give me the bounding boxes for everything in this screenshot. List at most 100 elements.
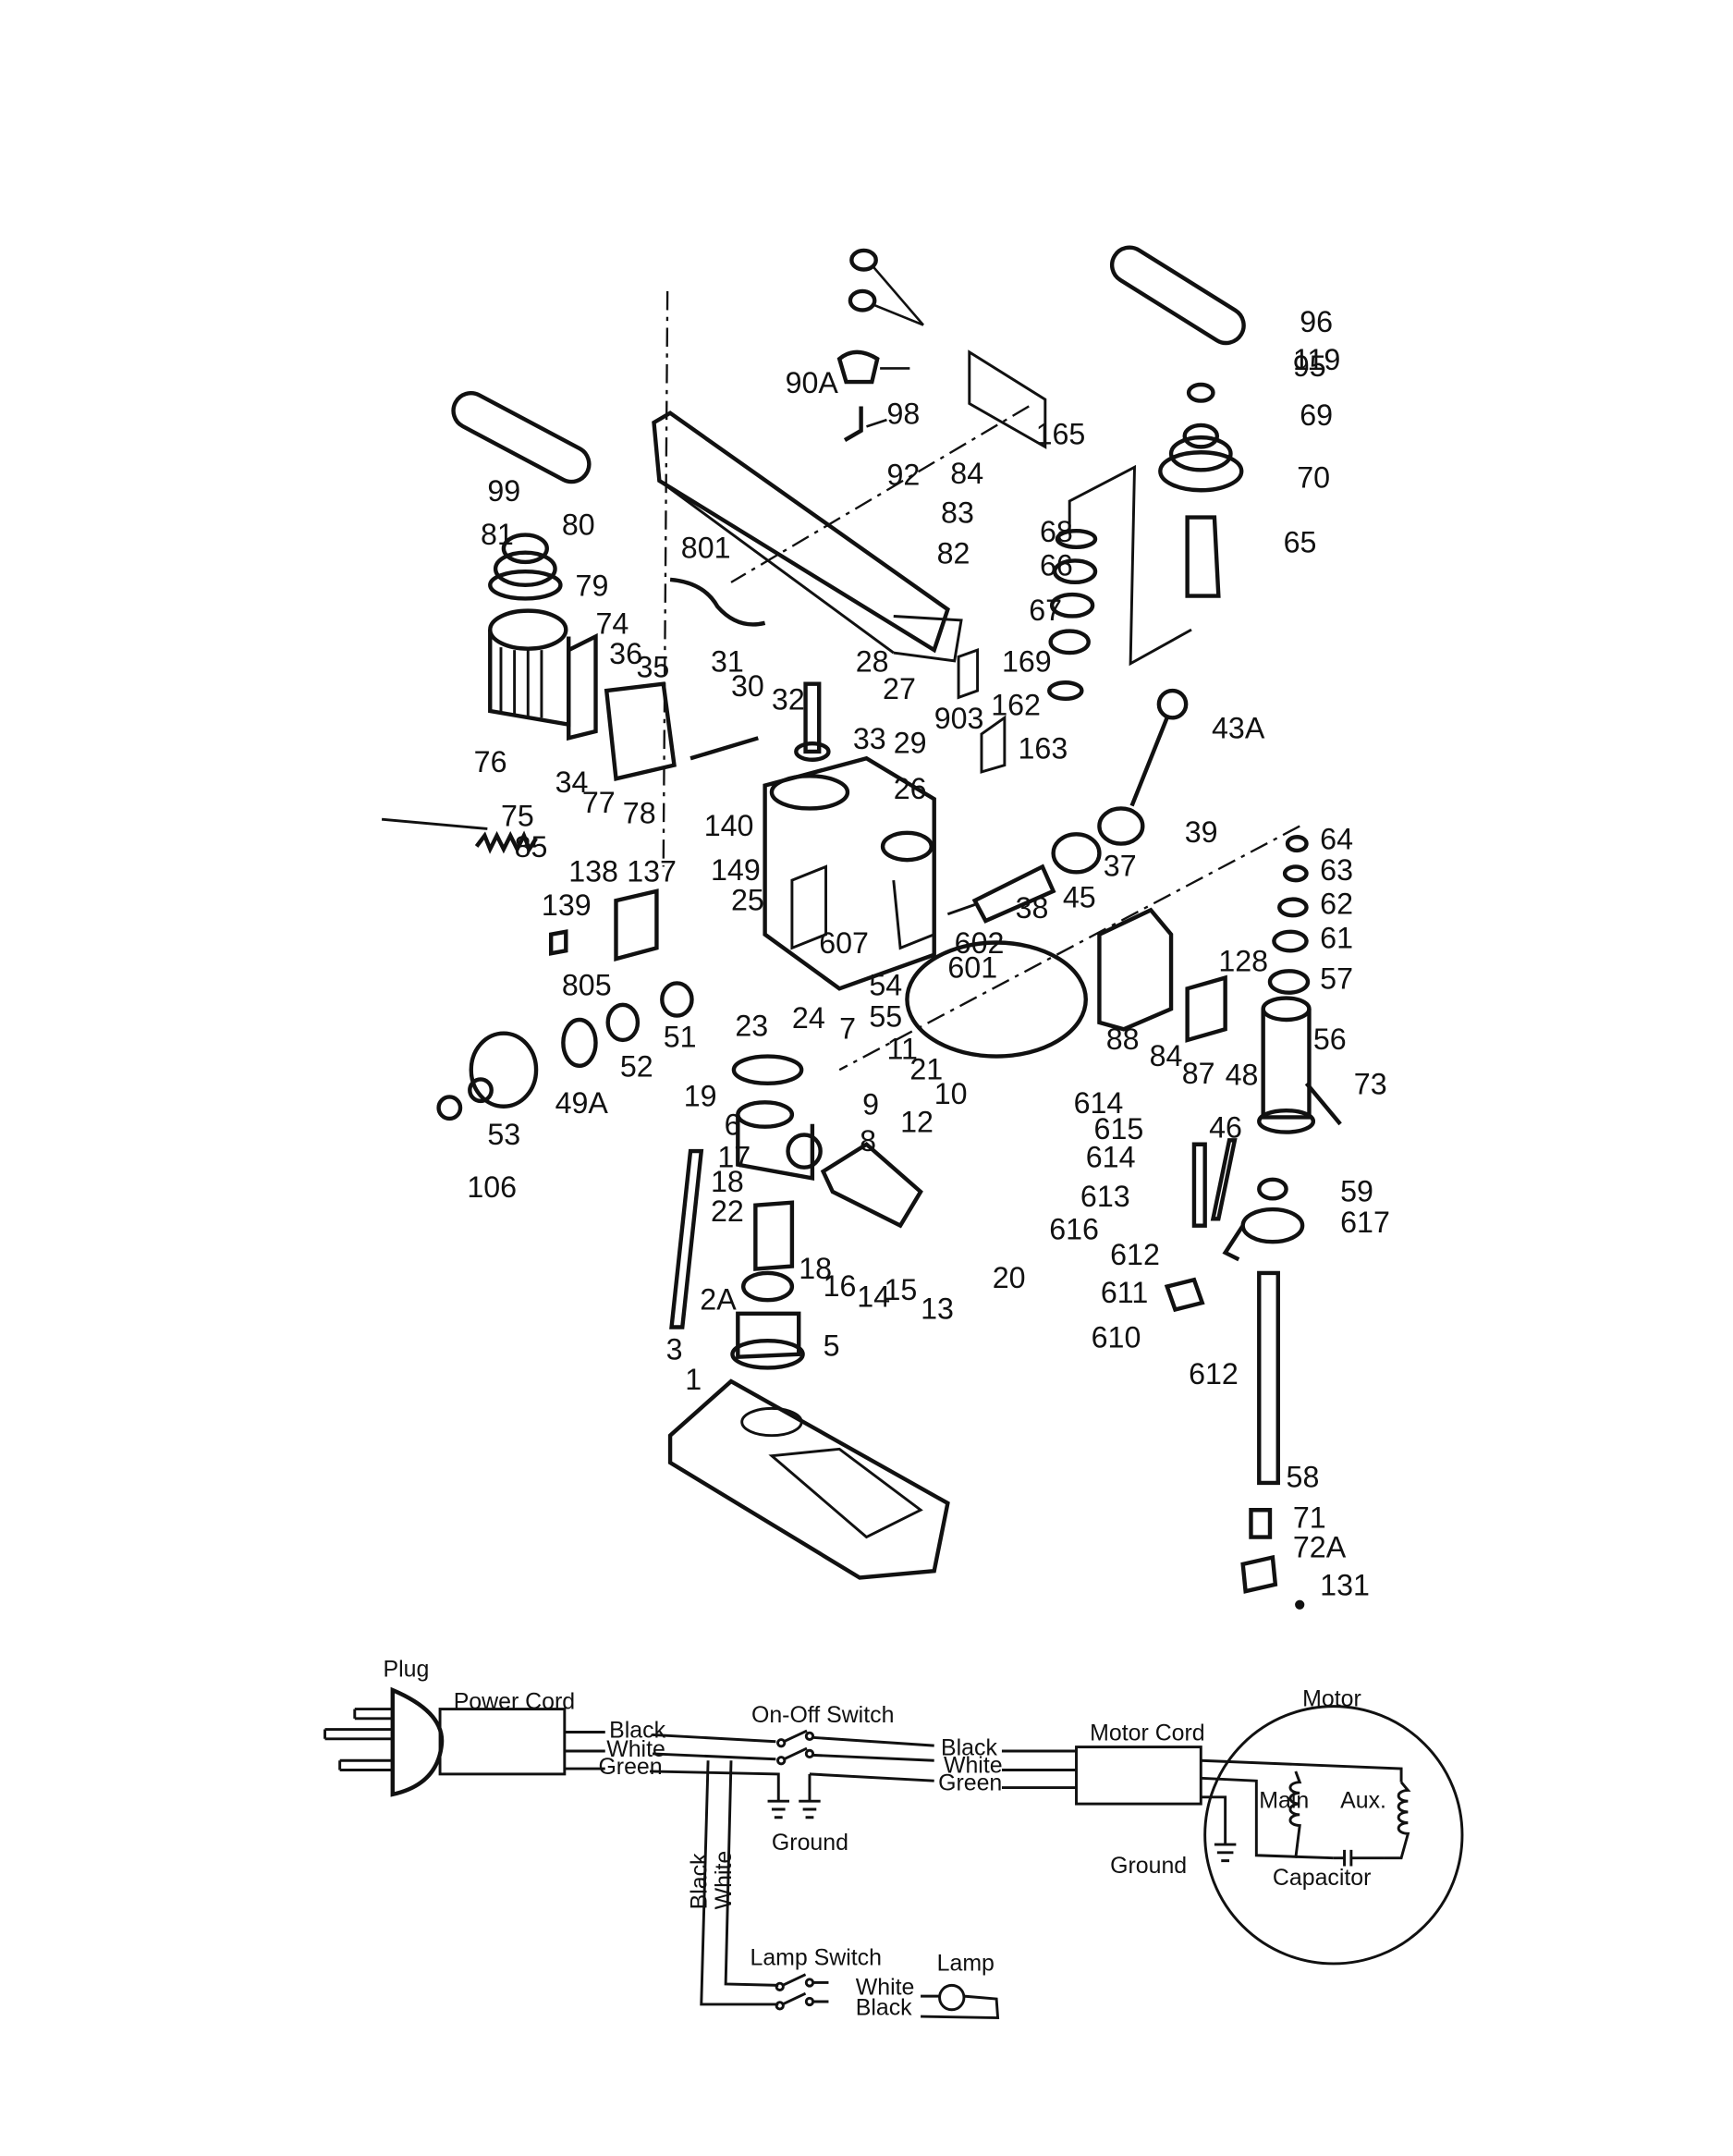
rod-75 (381, 817, 488, 830)
part-label-11: 11 (886, 1032, 917, 1065)
part-label-67: 67 (1029, 594, 1062, 627)
part-label-64: 64 (1320, 822, 1353, 855)
part-label-169: 169 (1002, 645, 1052, 679)
part-label-39: 39 (1185, 815, 1218, 849)
head-casting-25 (763, 755, 936, 991)
switch-139 (548, 929, 568, 956)
sleeve (753, 1200, 795, 1271)
motor-pulley-79 (488, 533, 563, 601)
on-off-switch-label: On-Off Switch (751, 1702, 894, 1728)
bushing-59 (1257, 1177, 1288, 1201)
bearing-61 (1272, 929, 1309, 953)
part-label-56: 56 (1313, 1023, 1347, 1056)
pinion-49A (561, 1017, 598, 1068)
nut-64 (1285, 835, 1309, 853)
part-label-81: 81 (481, 518, 514, 551)
part-label-33: 33 (853, 722, 886, 755)
screw-131 (1295, 1599, 1305, 1610)
part-label-46: 46 (1209, 1110, 1242, 1144)
part-label-52: 52 (620, 1050, 653, 1084)
exploded-view (381, 245, 1342, 1610)
part-label-601: 601 (947, 951, 997, 985)
part-label-54: 54 (869, 969, 902, 1002)
part-label-149: 149 (711, 853, 761, 887)
lamp-wire-black: Black (856, 1995, 912, 2021)
switch-plate-137 (614, 888, 659, 962)
part-label-614: 614 (1074, 1086, 1124, 1120)
ring-lower (1047, 680, 1084, 702)
part-label-32: 32 (772, 683, 805, 717)
lamp-switch-label: Lamp Switch (750, 1944, 882, 1970)
belt-119 (1109, 245, 1246, 346)
part-label-34: 34 (555, 766, 589, 799)
part-label-84: 84 (1150, 1039, 1183, 1072)
part-label-45: 45 (1063, 880, 1096, 913)
vertical-wire-black: Black (687, 1853, 713, 1909)
part-label-72A: 72A (1293, 1531, 1347, 1564)
part-label-612: 612 (1189, 1357, 1239, 1390)
part-label-18: 18 (711, 1165, 744, 1198)
part-label-162: 162 (991, 688, 1041, 721)
hub-51 (660, 981, 694, 1018)
switch-87 (1185, 974, 1227, 1043)
seal-67 (1049, 592, 1095, 619)
center-axis-line (730, 405, 1030, 583)
part-label-98: 98 (886, 397, 920, 430)
plate-169 (957, 648, 980, 700)
part-label-76: 76 (474, 745, 507, 778)
part-label-78: 78 (623, 797, 656, 830)
part-label-87: 87 (1182, 1057, 1215, 1090)
bearing-96 (848, 248, 924, 326)
pulley-95 (836, 349, 910, 385)
part-label-903: 903 (934, 702, 984, 735)
part-label-610: 610 (1092, 1320, 1141, 1354)
part-label-23: 23 (735, 1010, 768, 1043)
part-label-88: 88 (1106, 1023, 1140, 1056)
part-label-14: 14 (857, 1280, 890, 1314)
part-label-616: 616 (1049, 1212, 1099, 1245)
nut-106 (436, 1095, 463, 1121)
plate-162 (980, 715, 1007, 774)
part-label-61: 61 (1320, 921, 1353, 954)
part-label-17: 17 (717, 1141, 751, 1174)
nut-69 (1186, 382, 1215, 403)
part-label-74: 74 (596, 607, 629, 641)
part-label-9: 9 (862, 1088, 879, 1121)
chuck-37 (1097, 806, 1145, 846)
motor-cord-label: Motor Cord (1090, 1720, 1205, 1746)
spindle-38 (946, 864, 1056, 924)
ground-symbol (799, 1799, 821, 1819)
part-label-28: 28 (856, 645, 889, 679)
belt-99 (451, 391, 592, 484)
part-label-15: 15 (885, 1273, 918, 1306)
part-label-19: 19 (684, 1080, 717, 1113)
part-label-36: 36 (609, 637, 642, 670)
part-label-99: 99 (487, 474, 520, 508)
capacitor-symbol (1333, 1849, 1385, 1867)
bracket-74 (567, 632, 598, 741)
center-axis-line (662, 290, 669, 867)
part-label-10: 10 (934, 1077, 968, 1110)
bearing-62 (1277, 897, 1309, 918)
wire-green-in: Green (598, 1754, 662, 1780)
aux-winding-coil (1384, 1781, 1411, 1860)
part-label-90A: 90A (786, 366, 839, 399)
wire-green-out: Green (938, 1770, 1002, 1795)
spring-613 (1191, 1142, 1207, 1228)
collar-71 (1249, 1508, 1273, 1539)
spindle-sleeve-65 (1185, 515, 1221, 598)
lamp-label: Lamp (937, 1950, 995, 1976)
part-label-69: 69 (1300, 398, 1333, 432)
motor-mount-34 (604, 681, 677, 781)
ring-68 (1055, 529, 1098, 549)
power-cord-label: Power Cord (454, 1689, 575, 1715)
center-axis-line (838, 825, 1300, 1072)
part-label-140: 140 (704, 809, 754, 842)
base-collar-ring (730, 1338, 805, 1370)
part-label-30: 30 (731, 669, 764, 703)
quill-56 (1257, 996, 1316, 1134)
block-611 (1164, 1277, 1205, 1313)
label-plate-165 (968, 349, 1047, 449)
part-label-79: 79 (576, 570, 609, 603)
part-label-613: 613 (1080, 1180, 1130, 1213)
